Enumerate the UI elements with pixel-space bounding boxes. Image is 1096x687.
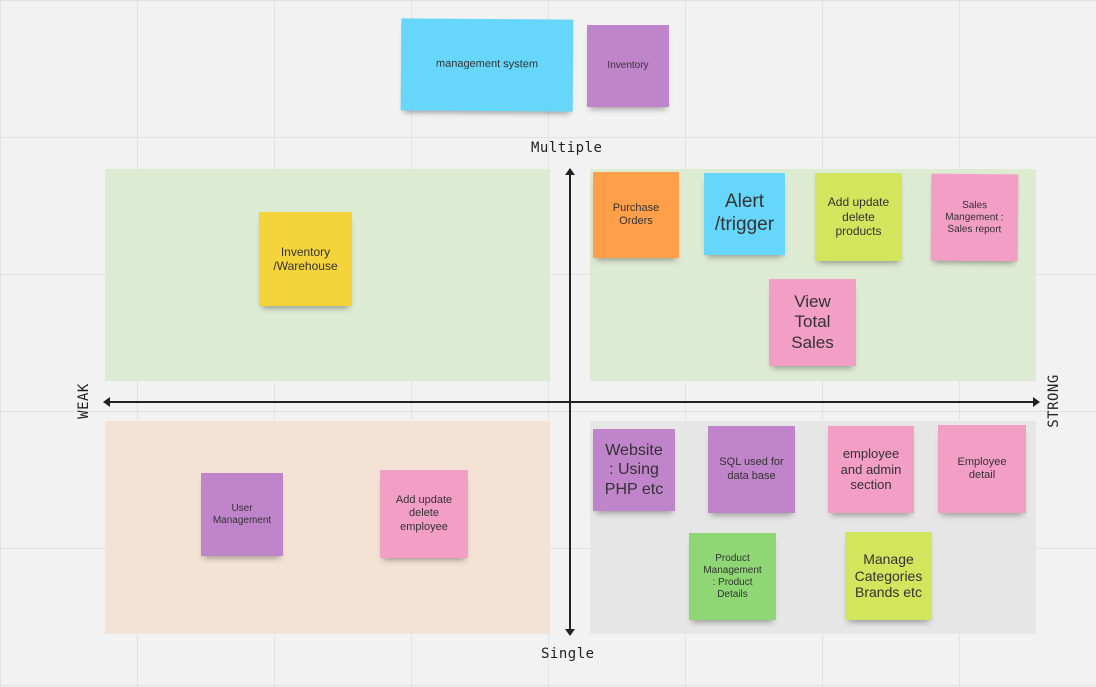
arrow-down-icon — [565, 629, 575, 636]
axis-label-right: STRONG — [1045, 374, 1062, 428]
sticky-note-user-management[interactable]: User Management — [201, 473, 283, 556]
sticky-note-inventory-warehouse[interactable]: Inventory /Warehouse — [259, 212, 352, 306]
sticky-note-view-total-sales[interactable]: View Total Sales — [769, 279, 856, 366]
sticky-note-text: User Management — [212, 502, 272, 526]
sticky-note-management-system[interactable]: management system — [400, 18, 574, 112]
sticky-note-employee-admin-section[interactable]: employee and admin section — [828, 426, 914, 513]
sticky-note-add-update-delete-employee[interactable]: Add update delete employee — [380, 470, 468, 558]
sticky-note-text: Inventory — [607, 60, 649, 71]
sticky-note-text: Manage Categories Brands etc — [854, 550, 923, 601]
sticky-note-employee-detail[interactable]: Employee detail — [938, 425, 1026, 513]
sticky-note-sales-management[interactable]: Sales Mangement : Sales report — [930, 173, 1019, 262]
arrow-left-icon — [103, 397, 110, 407]
sticky-note-text: View Total Sales — [791, 291, 834, 352]
sticky-note-product-management[interactable]: Product Management : Product Details — [689, 533, 776, 620]
sticky-note-sql-database[interactable]: SQL used for data base — [708, 426, 795, 513]
sticky-note-text: Product Management : Product Details — [703, 552, 762, 600]
sticky-note-alert-trigger[interactable]: Alert /trigger — [704, 173, 785, 255]
sticky-note-inventory[interactable]: Inventory — [587, 25, 669, 107]
sticky-note-text: Sales Mangement : Sales report — [945, 199, 1004, 235]
axis-label-bottom: Single — [541, 646, 595, 662]
sticky-note-add-update-delete-products[interactable]: Add update delete products — [815, 173, 902, 261]
sticky-note-website-php[interactable]: Website : Using PHP etc — [593, 429, 675, 511]
sticky-note-purchase-orders[interactable]: Purchase Orders — [593, 172, 679, 258]
sticky-note-text: Employee detail — [957, 455, 1007, 481]
arrow-up-icon — [565, 168, 575, 175]
sticky-note-text: Add update delete products — [827, 195, 890, 239]
axis-label-top: Multiple — [531, 140, 603, 156]
sticky-note-text: employee and admin section — [840, 446, 902, 493]
sticky-note-text: Inventory /Warehouse — [273, 244, 338, 273]
sticky-note-text: Add update delete employee — [395, 494, 453, 533]
sticky-note-text: Website : Using PHP etc — [604, 442, 664, 498]
arrow-right-icon — [1033, 397, 1040, 407]
sticky-note-manage-categories[interactable]: Manage Categories Brands etc — [845, 532, 932, 620]
vertical-axis — [569, 172, 571, 633]
sticky-note-text: management system — [435, 58, 539, 71]
sticky-note-text: Purchase Orders — [612, 201, 660, 227]
horizontal-axis — [107, 401, 1035, 403]
sticky-note-text: SQL used for data base — [719, 456, 784, 482]
sticky-note-text: Alert /trigger — [714, 191, 775, 235]
axis-label-left: WEAK — [75, 383, 92, 419]
zone-bottom-left — [105, 421, 550, 634]
